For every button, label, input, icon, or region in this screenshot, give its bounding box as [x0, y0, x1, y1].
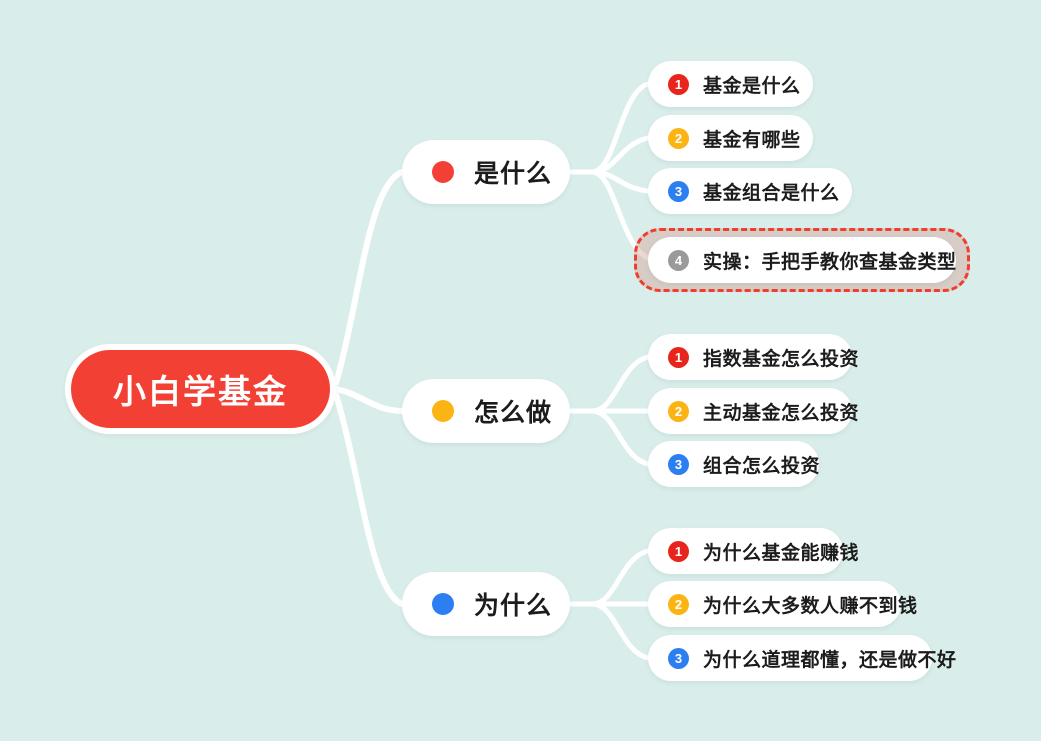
- edge-root-branch-0: [333, 169, 405, 386]
- leaf-number-badge-icon: 3: [668, 647, 689, 669]
- leaf-node[interactable]: 1 指数基金怎么投资: [648, 334, 859, 380]
- leaf-node-label: 为什么基金能赚钱: [703, 542, 860, 564]
- leaf-node-label: 基金组合是什么: [703, 182, 840, 204]
- branch-dot-icon: [432, 161, 454, 183]
- branch-dot-icon: [432, 593, 454, 615]
- leaf-number-badge-icon: 2: [668, 127, 689, 149]
- edge-branch2-leaf2: [589, 601, 651, 661]
- leaf-node[interactable]: 2 基金有哪些: [648, 115, 813, 161]
- leaf-node[interactable]: 3 组合怎么投资: [648, 441, 821, 487]
- leaf-number-badge-icon: 2: [668, 400, 689, 422]
- edge-root-branch-2: [333, 392, 405, 607]
- leaf-node-label: 基金是什么: [703, 75, 801, 97]
- leaf-node[interactable]: 2 主动基金怎么投资: [648, 388, 859, 434]
- leaf-node-label: 为什么道理都懂，还是做不好: [703, 649, 957, 671]
- branch-node-zen-me-zuo[interactable]: 怎么做: [402, 379, 570, 443]
- edge-branch0-leaf2: [589, 169, 651, 194]
- leaf-number-badge-icon: 3: [668, 453, 689, 475]
- leaf-node[interactable]: 1 为什么基金能赚钱: [648, 528, 859, 574]
- branch-node-label: 怎么做: [474, 399, 553, 427]
- edge-branch2-leaf0: [589, 548, 651, 607]
- branch-node-shi-shen-me[interactable]: 是什么: [402, 140, 570, 204]
- leaf-node[interactable]: 1 基金是什么: [648, 61, 813, 107]
- leaf-node-label: 为什么大多数人赚不到钱: [703, 595, 918, 617]
- leaf-node-label: 基金有哪些: [703, 129, 801, 151]
- leaf-node-label: 组合怎么投资: [703, 455, 821, 477]
- branch-node-label: 为什么: [474, 592, 553, 620]
- leaf-number-badge-icon: 1: [668, 540, 689, 562]
- leaf-node-label: 实操：手把手教你查基金类型: [703, 251, 957, 273]
- leaf-node[interactable]: 3 为什么道理都懂，还是做不好: [648, 635, 956, 681]
- leaf-number-badge-icon: 1: [668, 346, 689, 368]
- leaf-node[interactable]: 3 基金组合是什么: [648, 168, 852, 214]
- leaf-node-label: 指数基金怎么投资: [703, 348, 860, 370]
- leaf-node-highlighted[interactable]: 4 实操：手把手教你查基金类型: [648, 237, 956, 283]
- edge-branch1-leaf0: [589, 354, 651, 414]
- branch-dot-icon: [432, 400, 454, 422]
- edge-branch1-leaf2: [589, 408, 651, 467]
- leaf-node[interactable]: 2 为什么大多数人赚不到钱: [648, 581, 917, 627]
- leaf-number-badge-icon: 1: [668, 73, 689, 95]
- root-node[interactable]: 小白学基金: [65, 344, 336, 434]
- branch-node-wei-shen-me[interactable]: 为什么: [402, 572, 570, 636]
- root-node-label: 小白学基金: [113, 373, 288, 410]
- leaf-node-label: 主动基金怎么投资: [703, 402, 860, 424]
- edge-root-branch-1: [333, 386, 405, 414]
- edge-branch0-leaf1: [589, 135, 651, 175]
- branch-node-label: 是什么: [474, 160, 553, 188]
- leaf-number-badge-icon: 2: [668, 593, 689, 615]
- leaf-number-badge-icon: 3: [668, 180, 689, 202]
- edge-branch0-leaf0: [589, 81, 651, 175]
- leaf-number-badge-icon: 4: [668, 249, 689, 271]
